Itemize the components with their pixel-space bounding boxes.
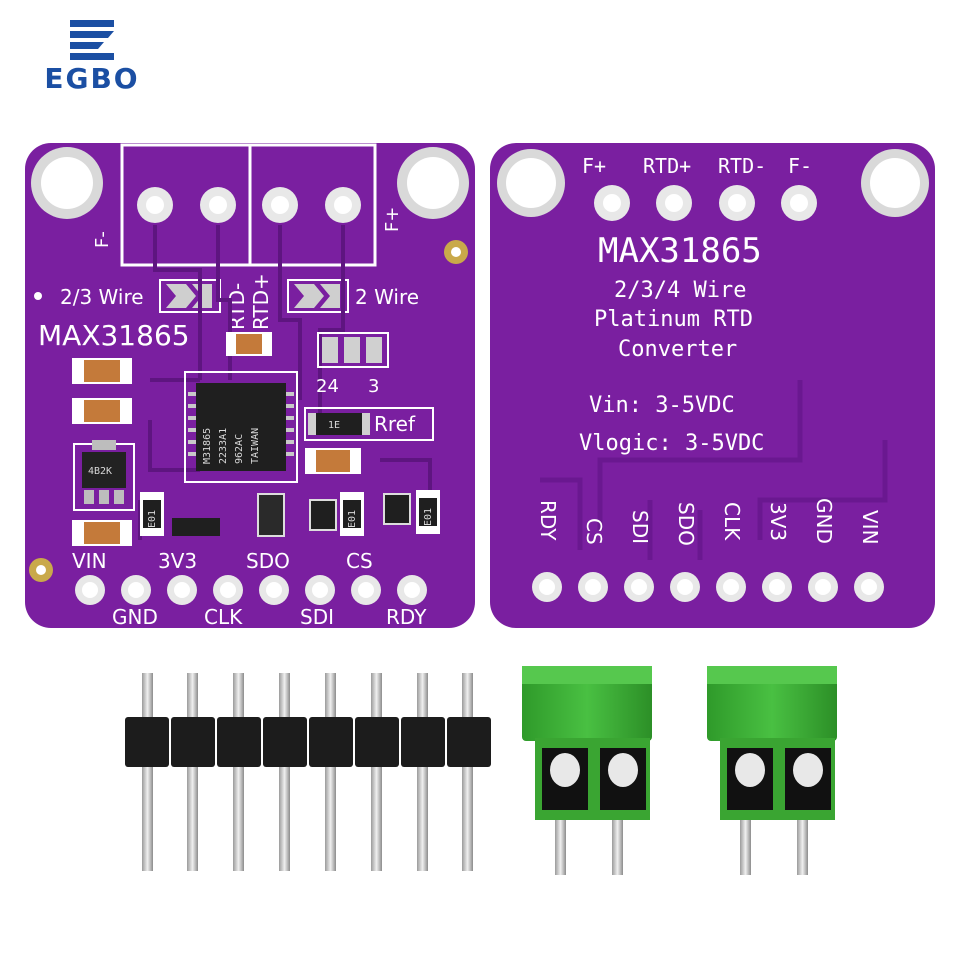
back-pin-cs: CS xyxy=(582,518,606,545)
front-board: F- F+ RTD- RTD+ 2/3 Wire 2 Wire MAX31865 xyxy=(25,143,475,629)
front-pin-vin: VIN xyxy=(72,549,107,573)
back-model: MAX31865 xyxy=(598,231,762,271)
capacitor xyxy=(226,332,272,356)
label-rtd-plus: RTD+ xyxy=(249,273,273,330)
label-f-plus: F+ xyxy=(382,207,403,232)
terminal-pads xyxy=(137,187,361,223)
front-pin-3v3: 3V3 xyxy=(158,549,197,573)
jumper-right xyxy=(287,279,349,313)
brand-logo: EGBO xyxy=(44,20,139,95)
back-pin-gnd: GND xyxy=(812,498,836,544)
bridge-label-3: 3 xyxy=(368,376,379,397)
resistors: E01 E01 E01 xyxy=(140,490,440,536)
back-line-1: 2/3/4 Wire xyxy=(614,278,746,303)
back-label-f-minus: F- xyxy=(788,154,812,178)
back-traces xyxy=(540,380,888,560)
resistor-code-1: E01 xyxy=(147,510,158,528)
smd-components: 24 3 4B2K xyxy=(72,332,440,546)
front-pin-pads xyxy=(75,575,427,605)
back-pin-pads xyxy=(532,572,884,602)
back-board: F+ RTD+ RTD- F- MAX31865 2/3/4 Wire Plat… xyxy=(490,143,935,628)
back-pin-labels: RDY CS SDI SDO CLK 3V3 GND VIN xyxy=(536,498,882,546)
front-model: MAX31865 xyxy=(38,319,190,352)
bridge-label-24: 24 xyxy=(316,376,339,397)
chip-line-3: 962AC xyxy=(234,434,245,464)
resistor-bridge xyxy=(317,332,389,368)
label-f-minus: F- xyxy=(92,231,113,248)
header-pins xyxy=(142,673,473,871)
resistor-code-3: E01 xyxy=(423,508,434,526)
label-2-wire: 2 Wire xyxy=(355,285,419,309)
back-label-rtd-minus: RTD- xyxy=(718,154,766,178)
header-plastic xyxy=(125,717,491,767)
mounting-hole-icon xyxy=(29,147,469,582)
capacitor-stack xyxy=(72,358,361,546)
back-vlogic: Vlogic: 3-5VDC xyxy=(579,431,764,456)
back-pin-clk: CLK xyxy=(720,502,744,541)
back-pin-3v3: 3V3 xyxy=(766,502,790,541)
screw-slot-icon xyxy=(542,748,646,810)
front-pin-clk: CLK xyxy=(204,605,243,629)
mounting-hole-icon xyxy=(497,149,929,217)
front-pin-rdy: RDY xyxy=(386,605,427,629)
label-23-wire: 2/3 Wire xyxy=(60,285,144,309)
screw-slot-icon xyxy=(727,748,831,810)
regulator-code: 4B2K xyxy=(88,466,112,477)
chip-line-1: M31865 xyxy=(202,428,213,464)
back-pin-sdi: SDI xyxy=(628,510,652,544)
back-label-f-plus: F+ xyxy=(582,154,606,178)
pin-header xyxy=(125,673,491,871)
regulator-chip: 4B2K xyxy=(73,440,135,511)
back-pin-rdy: RDY xyxy=(536,500,560,541)
terminal-block-left xyxy=(522,666,652,875)
front-pin-gnd: GND xyxy=(112,605,158,629)
resistor-code-2: E01 xyxy=(347,510,358,528)
back-pin-vin: VIN xyxy=(858,510,882,545)
transistors xyxy=(172,493,411,537)
back-terminal-pads xyxy=(594,185,817,221)
front-pin-sdo: SDO xyxy=(246,549,290,573)
chip-line-4: TAIWAN xyxy=(250,428,261,464)
logo-text: EGBO xyxy=(44,62,139,95)
rref-label: Rref xyxy=(374,412,416,436)
back-label-rtd-plus: RTD+ xyxy=(643,154,691,178)
rref-resistor: 1E Rref xyxy=(304,407,434,441)
back-line-3: Converter xyxy=(618,337,737,362)
back-pcb xyxy=(490,143,935,628)
front-pin-cs: CS xyxy=(346,549,373,573)
rref-code: 1E xyxy=(328,420,340,431)
front-pin-sdi: SDI xyxy=(300,605,334,629)
back-pin-sdo: SDO xyxy=(674,502,698,546)
logo-stripes-icon xyxy=(70,20,114,60)
terminal-block-right xyxy=(707,666,837,875)
back-vin: Vin: 3-5VDC xyxy=(589,393,735,418)
back-line-2: Platinum RTD xyxy=(594,307,753,332)
max31865-chip: M31865 2233A1 962AC TAIWAN xyxy=(184,371,298,483)
chip-line-2: 2233A1 xyxy=(218,428,229,464)
